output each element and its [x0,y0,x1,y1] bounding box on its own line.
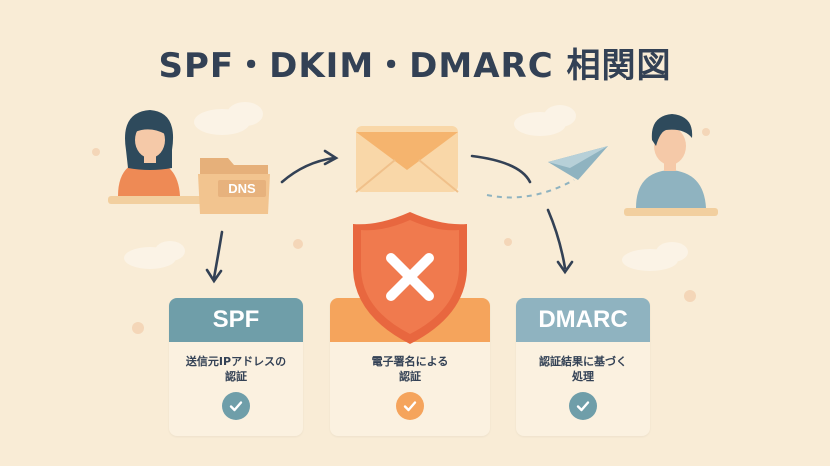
paper-plane-icon [548,146,608,180]
receiver-person-icon [624,114,718,216]
dmarc-label: DMARC [538,306,628,333]
dot-decoration [92,128,710,334]
spf-card: SPF 送信元IPアドレスの 認証 [169,298,303,436]
check-icon [396,392,424,420]
dns-label: DNS [218,180,266,197]
dashed-path [486,179,575,199]
check-icon [569,392,597,420]
arrow-to-dmarc [470,154,574,275]
check-icon [222,392,250,420]
dkim-description: 電子署名による 認証 [371,355,449,383]
page-title: SPF・DKIM・DMARC 相関図 [158,46,672,86]
dmarc-card-header: DMARC [516,298,650,342]
cloud-icon [124,102,688,271]
shield-x-icon [353,212,467,344]
spf-label: SPF [212,306,260,333]
envelope-icon [355,126,459,193]
spf-card-header: SPF [169,298,303,342]
arrow-to-spf [205,230,224,284]
sender-person-icon [108,110,204,204]
spf-description: 送信元IPアドレスの 認証 [185,355,287,383]
dmarc-card: DMARC 認証結果に基づく 処理 [516,298,650,436]
dmarc-description: 認証結果に基づく 処理 [539,355,627,383]
arrow-to-envelope [280,149,339,184]
